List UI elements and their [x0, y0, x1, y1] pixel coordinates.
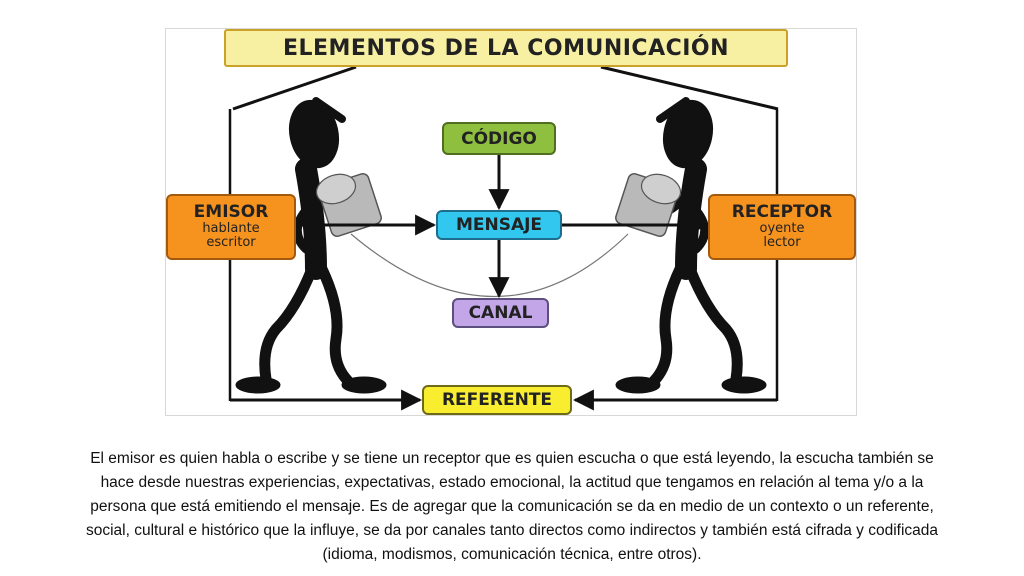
mensaje-box: MENSAJE	[436, 210, 562, 240]
receptor-line1: oyente	[759, 221, 805, 237]
emisor-line1: hablante	[202, 221, 260, 237]
caption-paragraph: El emisor es quien habla o escribe y se …	[85, 449, 939, 563]
referente-box: REFERENTE	[422, 385, 572, 415]
can-string	[350, 233, 629, 297]
frame-line-left-diagonal	[232, 65, 357, 111]
diagram-drawing	[228, 65, 779, 411]
emisor-line2: escritor	[206, 234, 256, 250]
emisor-title: EMISOR	[193, 202, 269, 223]
left-can	[315, 173, 382, 237]
right-can	[615, 173, 682, 237]
receptor-title: RECEPTOR	[731, 202, 833, 223]
canal-box: CANAL	[452, 298, 549, 328]
frame-line-right-diagonal	[600, 65, 779, 111]
diagram-title: ELEMENTOS DE LA COMUNICACIÓN	[224, 29, 788, 67]
receptor-box: RECEPTOR oyente lector	[708, 194, 856, 260]
communication-diagram: ELEMENTOS DE LA COMUNICACIÓN CÓDIGO MENS…	[165, 28, 857, 416]
codigo-box: CÓDIGO	[442, 122, 556, 155]
emisor-box: EMISOR hablante escritor	[166, 194, 296, 260]
receptor-line2: lector	[763, 234, 801, 250]
